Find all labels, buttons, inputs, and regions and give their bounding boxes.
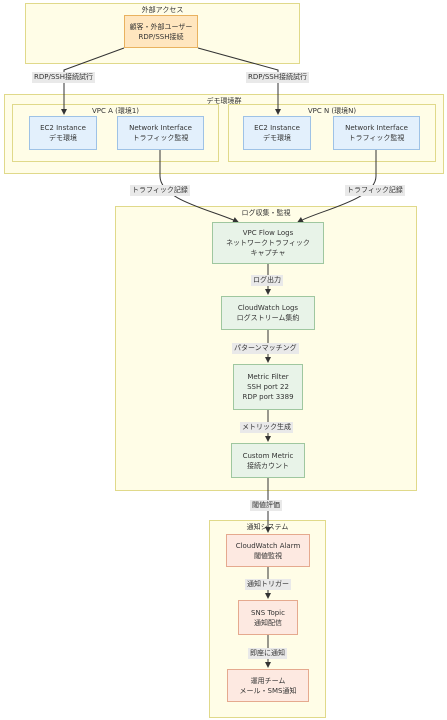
edge-label-log-output: ログ出力 — [251, 275, 283, 286]
edge-eni-n-to-flow-logs — [297, 150, 377, 223]
edge-label-traffic-record-n: トラフィック記録 — [345, 185, 405, 196]
group-title-external: 外部アクセス — [141, 6, 184, 14]
node-metric-filter: Metric Filter SSH port 22 RDP port 3389 — [233, 364, 303, 410]
edge-eni-a-to-flow-logs — [159, 150, 239, 223]
group-title-vpc-a: VPC A (環境1) — [91, 107, 140, 115]
node-custom-metric: Custom Metric 接続カウント — [231, 443, 305, 478]
node-network-interface-a: Network Interface トラフィック監視 — [117, 116, 204, 150]
node-ec2-instance-n: EC2 Instance デモ環境 — [243, 116, 311, 150]
node-operations-team: 運用チーム メール・SMS通知 — [227, 669, 309, 702]
edge-label-rdp-ssh-a: RDP/SSH接続試行 — [32, 72, 95, 83]
group-title-logs: ログ収集・監視 — [241, 209, 291, 217]
node-cloudwatch-logs: CloudWatch Logs ログストリーム集約 — [221, 296, 315, 330]
edge-label-threshold-evaluation: 閾値評価 — [250, 500, 282, 511]
edge-label-traffic-record-a: トラフィック記録 — [130, 185, 190, 196]
node-ec2-instance-a: EC2 Instance デモ環境 — [29, 116, 97, 150]
node-sns-topic: SNS Topic 通知配信 — [238, 600, 298, 635]
edge-label-notification-trigger: 通知トリガー — [245, 579, 291, 590]
node-external-users: 顧客・外部ユーザー RDP/SSH接続 — [124, 15, 198, 48]
group-title-vpc-n: VPC N (環境N) — [307, 107, 357, 115]
edge-users-to-ec2-a — [61, 47, 125, 115]
edge-label-rdp-ssh-n: RDP/SSH接続試行 — [246, 72, 309, 83]
edge-label-metric-generation: メトリック生成 — [240, 422, 293, 433]
node-cloudwatch-alarm: CloudWatch Alarm 閾値監視 — [226, 534, 310, 567]
edge-label-pattern-matching: パターンマッチング — [232, 343, 299, 354]
edge-users-to-ec2-n — [197, 47, 281, 115]
edge-label-immediate-notify: 即座に通知 — [248, 648, 287, 659]
node-network-interface-n: Network Interface トラフィック監視 — [333, 116, 420, 150]
group-title-demo: デモ環境群 — [206, 97, 242, 105]
node-vpc-flow-logs: VPC Flow Logs ネットワークトラフィック キャプチャ — [212, 222, 324, 264]
